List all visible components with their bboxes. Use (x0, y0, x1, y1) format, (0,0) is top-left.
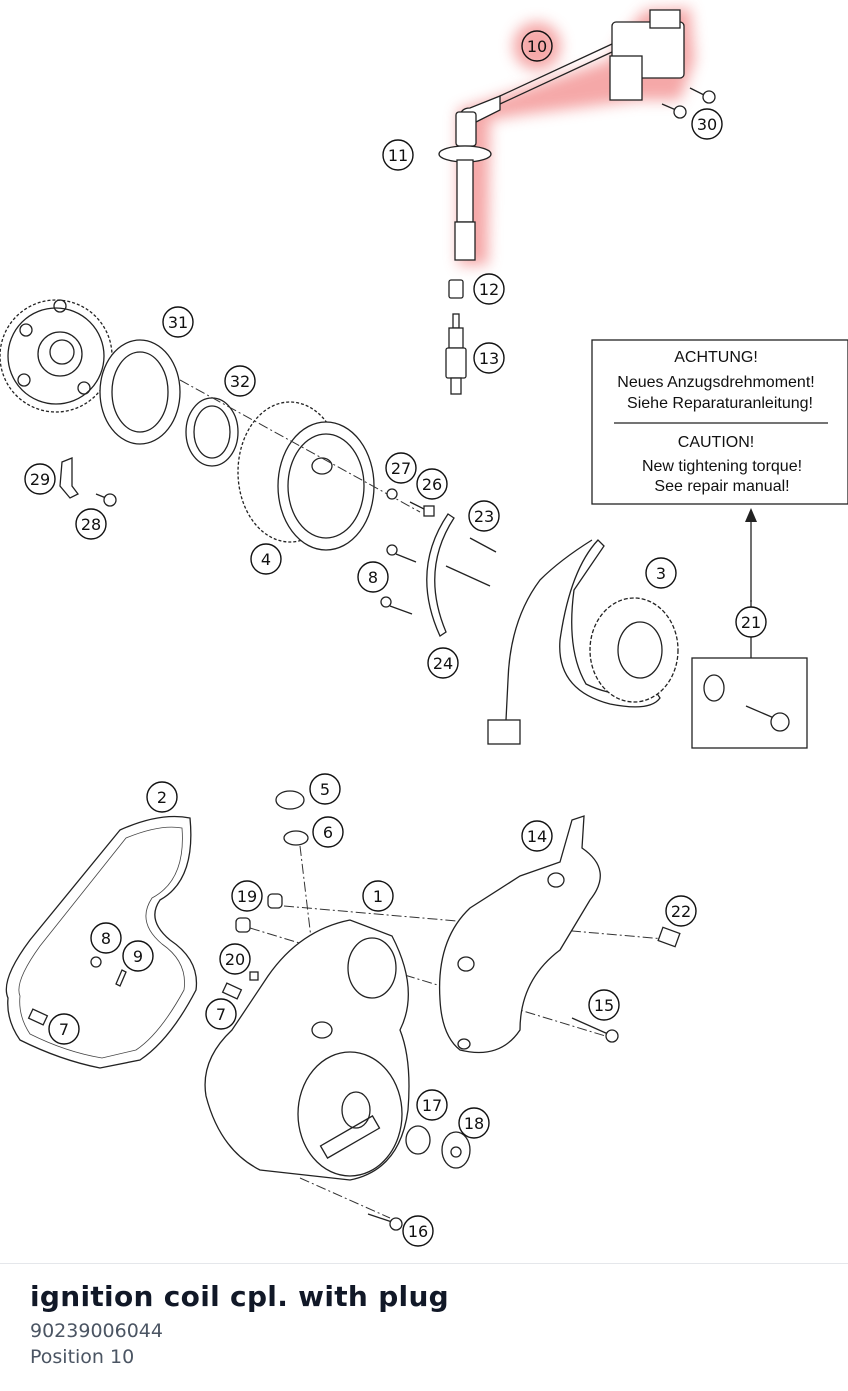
part-number: 90239006044 (30, 1320, 163, 1342)
callout-8[interactable]: 8 (90, 922, 122, 954)
callout-3[interactable]: 3 (645, 557, 677, 589)
callout-label: 10 (527, 37, 547, 56)
callout-label: 28 (81, 515, 101, 534)
part-info-panel: ignition coil cpl. with plug 90239006044… (0, 1263, 848, 1391)
part-title: ignition coil cpl. with plug (30, 1280, 450, 1313)
washer-and-nut-parts[interactable] (386, 488, 435, 517)
callout-29[interactable]: 29 (24, 463, 56, 495)
spark-plug-parts[interactable] (445, 279, 467, 395)
callout-13[interactable]: 13 (473, 342, 505, 374)
callout-22[interactable]: 22 (665, 895, 697, 927)
starter-gear-part[interactable] (0, 299, 113, 413)
callout-7[interactable]: 7 (205, 998, 237, 1030)
callout-21[interactable]: 21 (735, 606, 767, 638)
bearing-part[interactable] (185, 397, 239, 467)
callout-17[interactable]: 17 (416, 1089, 448, 1121)
callout-label: 23 (474, 507, 494, 526)
ignition-coil-part[interactable] (438, 9, 685, 261)
callout-19[interactable]: 19 (231, 880, 263, 912)
part-position: Position 10 (30, 1346, 135, 1368)
callout-6[interactable]: 6 (312, 816, 344, 848)
screws-30[interactable] (661, 87, 716, 119)
callout-10[interactable]: 10 (521, 30, 553, 62)
callout-32[interactable]: 32 (224, 365, 256, 397)
callout-14[interactable]: 14 (521, 820, 553, 852)
callout-label: 8 (101, 929, 111, 948)
callout-30[interactable]: 30 (691, 108, 723, 140)
warning-line-2: Neues Anzugsdrehmoment! (617, 374, 814, 391)
callout-2[interactable]: 2 (146, 781, 178, 813)
callout-label: 7 (216, 1005, 226, 1024)
callout-4[interactable]: 4 (250, 543, 282, 575)
callout-5[interactable]: 5 (309, 773, 341, 805)
callout-label: 6 (323, 823, 333, 842)
callout-label: 24 (433, 654, 453, 673)
callout-label: 16 (408, 1222, 428, 1241)
callout-label: 4 (261, 550, 271, 569)
small-parts-19-20[interactable] (235, 893, 283, 981)
callout-label: 9 (133, 947, 143, 966)
callout-18[interactable]: 18 (458, 1107, 490, 1139)
callout-label: 20 (225, 950, 245, 969)
callout-26[interactable]: 26 (416, 468, 448, 500)
callout-label: 22 (671, 902, 691, 921)
callout-label: 15 (594, 996, 614, 1015)
warning-line-1: ACHTUNG! (674, 349, 758, 366)
callout-label: 31 (168, 313, 188, 332)
callout-label: 17 (422, 1096, 442, 1115)
callout-1[interactable]: 1 (362, 880, 394, 912)
screws-15-22[interactable] (571, 926, 681, 1043)
callout-label: 8 (368, 568, 378, 587)
callout-15[interactable]: 15 (588, 989, 620, 1021)
callout-24[interactable]: 24 (427, 647, 459, 679)
small-parts-17-18[interactable] (405, 1125, 471, 1169)
callout-label: 21 (741, 613, 761, 632)
callout-label: 29 (30, 470, 50, 489)
callout-label: 13 (479, 349, 499, 368)
callout-label: 11 (388, 146, 408, 165)
ignition-cover-part[interactable] (204, 919, 410, 1181)
callout-28[interactable]: 28 (75, 508, 107, 540)
callout-label: 30 (697, 115, 717, 134)
callout-label: 3 (656, 564, 666, 583)
warning-note-box: ACHTUNG! Neues Anzugsdrehmoment! Siehe R… (591, 339, 848, 505)
callout-label: 14 (527, 827, 547, 846)
callout-12[interactable]: 12 (473, 273, 505, 305)
sprocket-cover-part[interactable] (438, 815, 601, 1054)
callout-31[interactable]: 31 (162, 306, 194, 338)
small-parts-8-9[interactable] (90, 956, 127, 987)
warning-line-5: New tightening torque! (642, 458, 802, 475)
callout-label: 18 (464, 1114, 484, 1133)
callout-label: 26 (422, 475, 442, 494)
dowel-pins[interactable] (27, 982, 243, 1026)
flywheel-rotor-part[interactable] (237, 401, 375, 551)
callout-label: 5 (320, 780, 330, 799)
callout-label: 2 (157, 788, 167, 807)
cover-gasket-part[interactable] (5, 815, 198, 1069)
bolt-16[interactable] (299, 1177, 403, 1231)
warning-line-4: CAUTION! (678, 434, 754, 451)
callout-20[interactable]: 20 (219, 943, 251, 975)
callout-label: 7 (59, 1020, 69, 1039)
callout-label: 19 (237, 887, 257, 906)
screw-plug-part[interactable] (275, 790, 309, 846)
guide-rail-part[interactable] (380, 513, 497, 637)
callout-27[interactable]: 27 (385, 452, 417, 484)
callout-8[interactable]: 8 (357, 561, 389, 593)
callout-label: 32 (230, 372, 250, 391)
callout-16[interactable]: 16 (402, 1215, 434, 1247)
callout-label: 1 (373, 887, 383, 906)
callout-11[interactable]: 11 (382, 139, 414, 171)
callout-9[interactable]: 9 (122, 940, 154, 972)
callout-23[interactable]: 23 (468, 500, 500, 532)
callout-label: 27 (391, 459, 411, 478)
exploded-parts-diagram: ACHTUNG! Neues Anzugsdrehmoment! Siehe R… (0, 8, 848, 1247)
warning-line-3: Siehe Reparaturanleitung! (627, 395, 813, 412)
freewheel-part[interactable] (99, 339, 181, 445)
callout-label: 12 (479, 280, 499, 299)
callout-7[interactable]: 7 (48, 1013, 80, 1045)
warning-line-6: See repair manual! (654, 478, 789, 495)
stator-part[interactable] (487, 539, 679, 745)
clip-and-screw-parts[interactable] (59, 457, 117, 507)
